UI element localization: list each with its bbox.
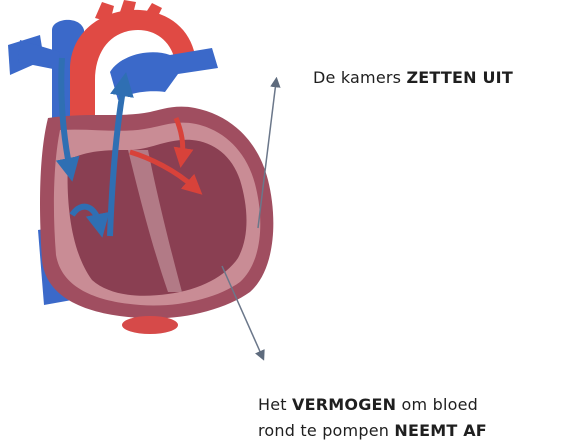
apex: [122, 316, 178, 334]
annotation-bottom-line1-suffix: om bloed: [396, 395, 478, 414]
annotation-bottom-line1-emphasis: VERMOGEN: [292, 395, 396, 414]
annotation-top-emphasis: ZETTEN UIT: [406, 68, 512, 87]
annotation-bottom-line-1: Het VERMOGEN om bloed: [258, 392, 487, 418]
annotation-top: De kamers ZETTEN UIT: [313, 68, 513, 87]
annotation-bottom: Het VERMOGEN om bloed rond te pompen NEE…: [258, 392, 487, 444]
annotation-bottom-line1-prefix: Het: [258, 395, 292, 414]
pulmonary-artery: [110, 48, 218, 100]
annotation-bottom-line-2: rond te pompen NEEMT AF: [258, 418, 487, 444]
annotation-top-prefix: De kamers: [313, 68, 406, 87]
annotation-bottom-line2-prefix: rond te pompen: [258, 421, 394, 440]
annotation-bottom-line2-emphasis: NEEMT AF: [394, 421, 487, 440]
